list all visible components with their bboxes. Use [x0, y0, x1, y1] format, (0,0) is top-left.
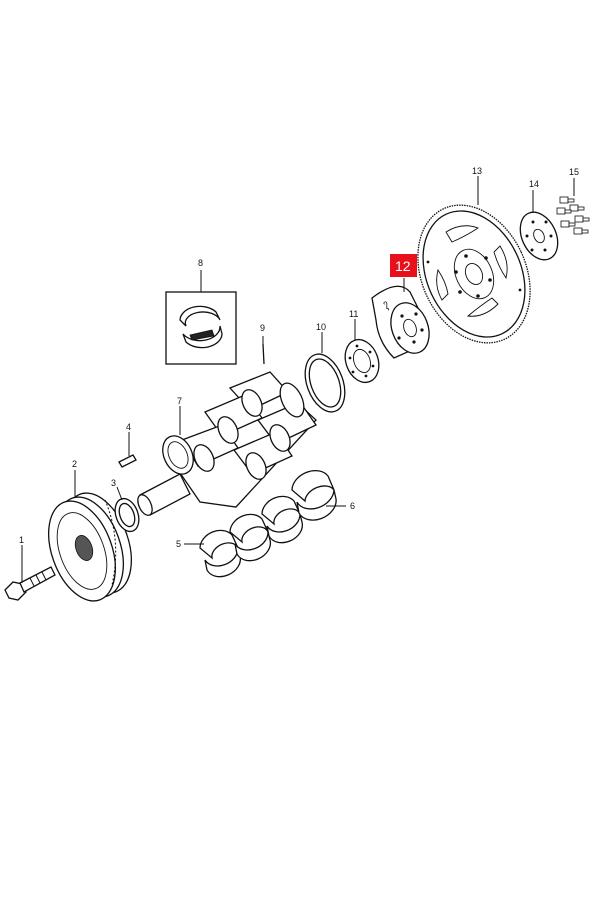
callout-14: 14	[529, 179, 539, 189]
callout-2: 2	[72, 459, 77, 469]
callout-7: 7	[177, 396, 182, 406]
part-15-flexplate-bolts: 15	[556, 167, 590, 235]
part-14-reinforcement-plate: 14	[519, 179, 559, 261]
callout-4: 4	[126, 422, 131, 432]
part-10-rear-seal: 10	[304, 322, 346, 413]
part-13-flexplate: 13	[417, 166, 531, 344]
part-9-dowel-pin: 9	[260, 323, 265, 365]
callout-3: 3	[111, 478, 116, 488]
part-6-thrust-bearing: 6	[291, 469, 355, 521]
callout-11: 11	[349, 309, 358, 319]
part-4-crank-key: 4	[118, 422, 137, 468]
callout-15: 15	[569, 167, 579, 177]
callout-6: 6	[350, 501, 355, 511]
callout-1: 1	[19, 535, 24, 545]
callout-10: 10	[316, 322, 326, 332]
part-12-reluctor-plate: Ⴂ 12	[371, 254, 430, 359]
part-8-rod-bearings: 8	[165, 258, 237, 365]
callout-12-highlight	[390, 254, 417, 277]
part-7-crankshaft: 7	[137, 371, 317, 516]
part-11-spacer: 11	[344, 309, 380, 384]
part-3-front-seal: 3	[111, 478, 140, 533]
callout-5: 5	[176, 539, 181, 549]
callout-9: 9	[260, 323, 265, 333]
svg-text:Ⴂ: Ⴂ	[383, 301, 389, 311]
part-5-main-bearings: 5	[176, 495, 304, 578]
part-1-crank-bolt: 1	[4, 535, 56, 601]
callout-12: 12	[395, 258, 411, 274]
part-2-harmonic-balancer: 2	[48, 459, 132, 602]
callout-13: 13	[472, 166, 482, 176]
callout-8: 8	[198, 258, 203, 268]
